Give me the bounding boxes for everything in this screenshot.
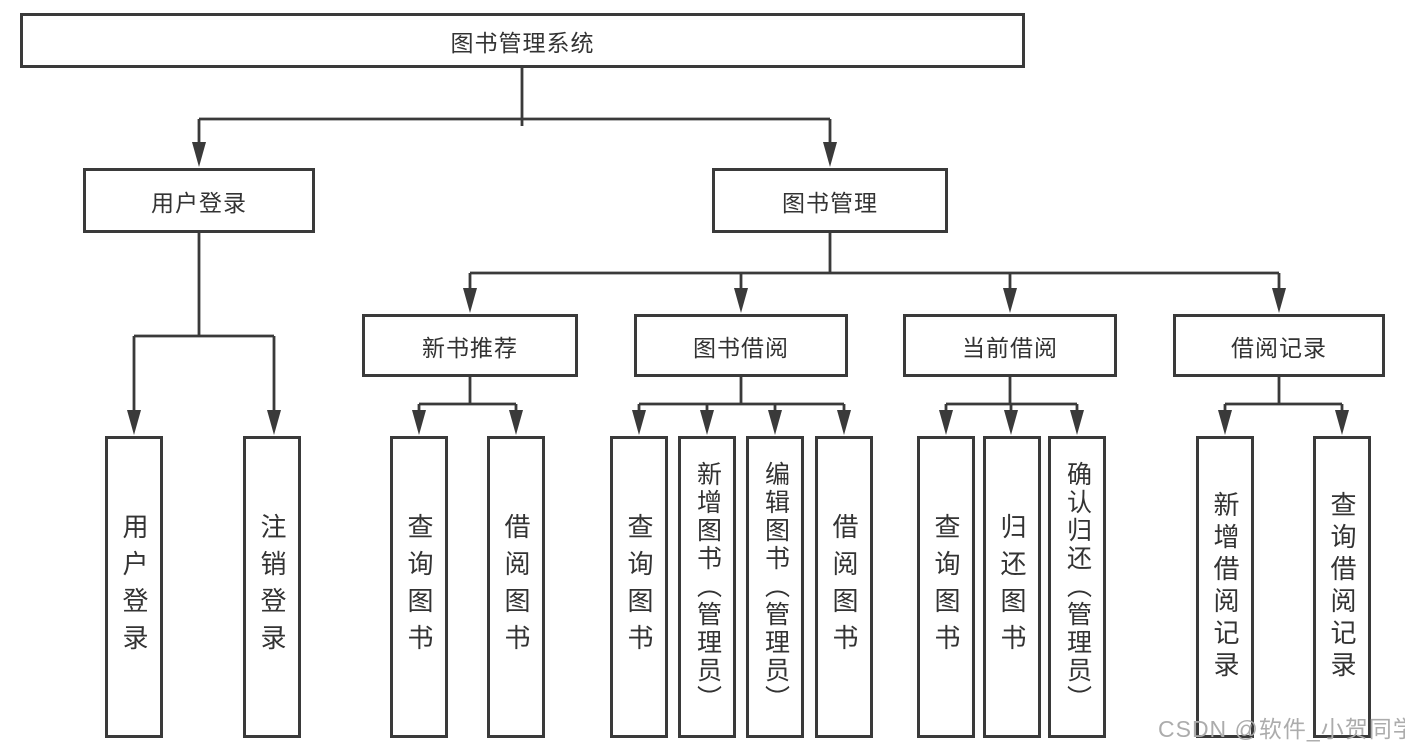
- leaf-query-borrow-record: 查询借阅记录: [1313, 436, 1371, 738]
- leaf-query-books-recommend: 查询图书: [390, 436, 448, 738]
- leaf-query-books-borrow-label: 查询图书: [624, 513, 654, 661]
- leaf-query-books-recommend-label: 查询图书: [404, 513, 434, 661]
- node-user-login: 用户登录: [83, 168, 315, 233]
- leaf-query-books-current-label: 查询图书: [931, 513, 961, 661]
- node-book-borrow: 图书借阅: [634, 314, 848, 377]
- leaf-edit-book-admin: 编辑图书（管理员）: [746, 436, 804, 738]
- leaf-borrow-books-label: 借阅图书: [829, 513, 859, 661]
- node-current-borrow: 当前借阅: [903, 314, 1117, 377]
- leaf-user-login: 用户登录: [105, 436, 163, 738]
- leaf-add-borrow-record-label: 新增借阅记录: [1210, 491, 1240, 683]
- leaf-add-book-admin-label: 新增图书（管理员）: [693, 461, 722, 713]
- leaf-query-books-borrow: 查询图书: [610, 436, 668, 738]
- leaf-borrow-books: 借阅图书: [815, 436, 873, 738]
- leaf-confirm-return-admin-label: 确认归还（管理员）: [1063, 461, 1092, 713]
- node-borrow-records: 借阅记录: [1173, 314, 1385, 377]
- node-root: 图书管理系统: [20, 13, 1025, 68]
- leaf-confirm-return-admin: 确认归还（管理员）: [1048, 436, 1106, 738]
- arrowheads: [127, 142, 1349, 435]
- node-new-book-recommend-label: 新书推荐: [422, 334, 518, 361]
- leaf-add-borrow-record: 新增借阅记录: [1196, 436, 1254, 738]
- leaf-edit-book-admin-label: 编辑图书（管理员）: [761, 461, 790, 713]
- node-current-borrow-label: 当前借阅: [962, 334, 1058, 361]
- leaf-logout: 注销登录: [243, 436, 301, 738]
- leaf-add-book-admin: 新增图书（管理员）: [678, 436, 736, 738]
- node-root-label: 图书管理系统: [450, 29, 595, 56]
- node-book-management-label: 图书管理: [782, 189, 878, 216]
- leaf-borrow-books-recommend: 借阅图书: [487, 436, 545, 738]
- leaf-borrow-books-recommend-label: 借阅图书: [501, 513, 531, 661]
- node-book-management: 图书管理: [712, 168, 948, 233]
- leaf-return-books: 归还图书: [983, 436, 1041, 738]
- leaf-return-books-label: 归还图书: [997, 513, 1027, 661]
- leaf-logout-label: 注销登录: [257, 513, 287, 661]
- csdn-watermark: CSDN @软件_小贺同学: [1158, 716, 1405, 742]
- node-book-borrow-label: 图书借阅: [693, 334, 789, 361]
- node-new-book-recommend: 新书推荐: [362, 314, 578, 377]
- leaf-user-login-label: 用户登录: [119, 513, 149, 661]
- node-user-login-label: 用户登录: [151, 189, 247, 216]
- leaf-query-books-current: 查询图书: [917, 436, 975, 738]
- leaf-query-borrow-record-label: 查询借阅记录: [1327, 491, 1357, 683]
- node-borrow-records-label: 借阅记录: [1231, 334, 1327, 361]
